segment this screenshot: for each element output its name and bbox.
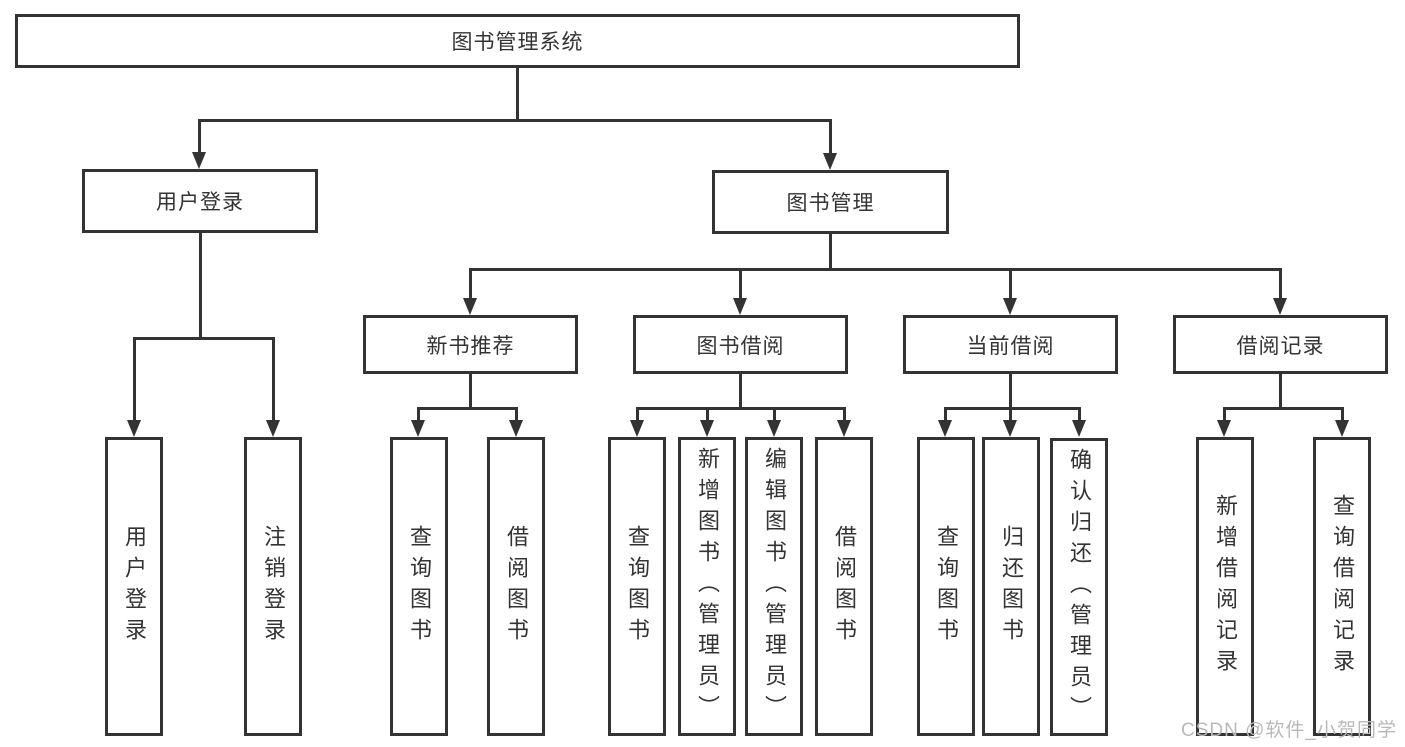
connector-line [773, 407, 776, 421]
arrowhead-icon [1072, 420, 1086, 437]
node-book-management-label: 图书管理 [786, 192, 875, 215]
connector-line [843, 407, 846, 421]
node-user-login-label: 用户登录 [156, 191, 244, 214]
connector-line [417, 407, 420, 421]
connector-line [1279, 374, 1282, 410]
connector-line [133, 337, 136, 421]
leaf-logout-label: 注销登录 [261, 524, 286, 649]
connector-line [272, 337, 275, 421]
leaf-borrow-query-books: 查询图书 [608, 437, 666, 736]
leaf-borrow-book-label: 借阅图书 [832, 524, 857, 649]
leaf-borrow-query-books-label: 查询图书 [625, 524, 650, 649]
connector-line [739, 268, 742, 299]
connector-line [515, 407, 518, 421]
node-borrow-records-label: 借阅记录 [1236, 334, 1325, 358]
leaf-borrow-book: 借阅图书 [815, 437, 873, 736]
arrowhead-icon [266, 420, 280, 437]
node-user-login: 用户登录 [82, 169, 318, 233]
connector-line [829, 119, 832, 155]
leaf-add-book-admin-label: 新增图书（管理员） [695, 447, 720, 726]
connector-line [198, 119, 201, 154]
node-new-book-recommend-label: 新书推荐 [426, 334, 515, 358]
connector-line [944, 407, 947, 421]
leaf-confirm-return-admin: 确认归还（管理员） [1050, 438, 1108, 736]
connector-line [944, 407, 1081, 410]
connector-line [469, 268, 472, 299]
leaf-current-query-books: 查询图书 [917, 437, 975, 736]
connector-line [739, 374, 742, 410]
connector-line [417, 407, 518, 410]
connector-line [469, 374, 472, 410]
connector-line [516, 68, 519, 120]
arrowhead-icon [1335, 420, 1349, 437]
leaf-add-borrow-record: 新增借阅记录 [1196, 437, 1254, 736]
csdn-watermark: CSDN @软件_小贺同学 [1181, 720, 1397, 741]
leaf-recommend-query-books-label: 查询图书 [407, 524, 432, 649]
connector-line [198, 119, 832, 122]
node-book-borrow: 图书借阅 [633, 315, 848, 374]
connector-line [1009, 268, 1012, 299]
arrowhead-icon [463, 298, 477, 315]
connector-line [1009, 407, 1012, 421]
leaf-recommend-borrow-books: 借阅图书 [487, 437, 545, 736]
connector-line [1279, 268, 1282, 299]
arrowhead-icon [1273, 298, 1287, 315]
arrowhead-icon [1217, 420, 1231, 437]
leaf-logout: 注销登录 [244, 437, 302, 736]
arrowhead-icon [1003, 298, 1017, 315]
leaf-query-borrow-record-label: 查询借阅记录 [1330, 493, 1355, 680]
arrowhead-icon [192, 152, 206, 169]
connector-line [636, 407, 639, 421]
leaf-current-query-books-label: 查询图书 [934, 524, 959, 649]
node-root-system: 图书管理系统 [15, 14, 1020, 68]
arrowhead-icon [127, 420, 141, 437]
node-new-book-recommend: 新书推荐 [363, 315, 578, 374]
connector-line [1078, 407, 1081, 421]
leaf-recommend-borrow-books-label: 借阅图书 [504, 524, 529, 649]
leaf-add-borrow-record-label: 新增借阅记录 [1213, 493, 1238, 680]
connector-line [636, 407, 846, 410]
connector-line [469, 268, 1282, 271]
arrowhead-icon [700, 420, 714, 437]
leaf-return-book: 归还图书 [982, 437, 1040, 736]
arrowhead-icon [1003, 420, 1017, 437]
leaf-recommend-query-books: 查询图书 [390, 437, 448, 736]
node-root-label: 图书管理系统 [451, 31, 584, 54]
leaf-edit-book-admin: 编辑图书（管理员） [745, 437, 803, 736]
connector-line [1009, 374, 1012, 410]
arrowhead-icon [938, 420, 952, 437]
arrowhead-icon [509, 420, 523, 437]
leaf-return-book-label: 归还图书 [999, 524, 1024, 649]
connector-line [1223, 407, 1226, 421]
connector-line [829, 234, 832, 271]
leaf-user-login-label: 用户登录 [122, 524, 147, 649]
connector-line [133, 337, 275, 340]
node-current-borrow: 当前借阅 [903, 315, 1118, 374]
connector-line [1223, 407, 1344, 410]
node-borrow-records: 借阅记录 [1173, 315, 1388, 374]
node-book-management: 图书管理 [712, 170, 949, 234]
arrowhead-icon [411, 420, 425, 437]
arrowhead-icon [630, 420, 644, 437]
leaf-query-borrow-record: 查询借阅记录 [1313, 437, 1371, 736]
node-current-borrow-label: 当前借阅 [966, 334, 1055, 358]
leaf-user-login: 用户登录 [105, 437, 163, 736]
arrowhead-icon [767, 420, 781, 437]
leaf-confirm-return-admin-label: 确认归还（管理员） [1067, 447, 1092, 727]
leaf-edit-book-admin-label: 编辑图书（管理员） [762, 447, 787, 726]
arrowhead-icon [823, 153, 837, 170]
arrowhead-icon [837, 420, 851, 437]
node-book-borrow-label: 图书借阅 [696, 334, 785, 358]
connector-line [1341, 407, 1344, 421]
arrowhead-icon [733, 298, 747, 315]
leaf-add-book-admin: 新增图书（管理员） [678, 437, 736, 736]
connector-line [199, 233, 202, 340]
connector-line [706, 407, 709, 421]
